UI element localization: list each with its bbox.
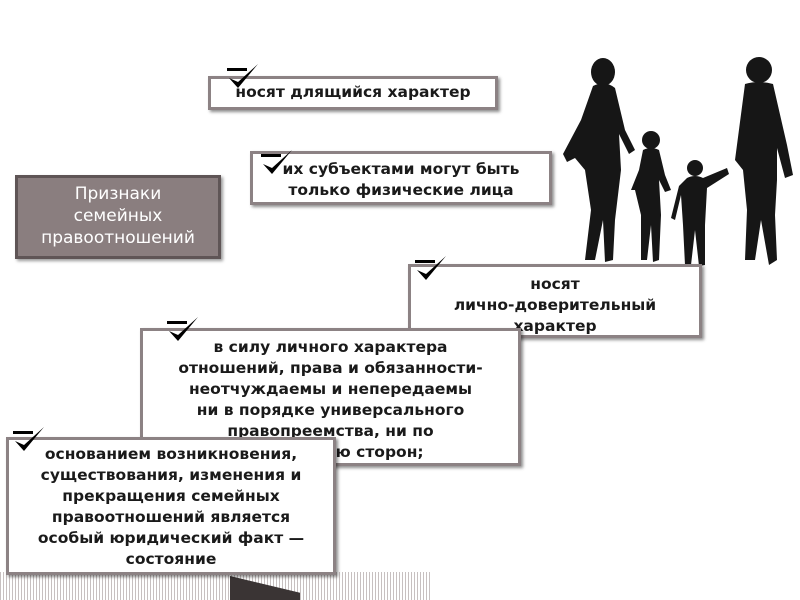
title-text: Признаки семейных правоотношений [41, 184, 195, 248]
checkmark-icon [415, 256, 446, 280]
title-box: Признаки семейных правоотношений [15, 175, 221, 259]
feature-text-2: их субъектами могут быть только физическ… [282, 160, 520, 199]
decorative-stripes [0, 572, 430, 600]
feature-text-1: носят длящийся характер [235, 83, 471, 101]
checkmark-icon [13, 427, 44, 451]
feature-box-2: их субъектами могут быть только физическ… [250, 151, 552, 205]
feature-text-3: носят лично-доверительный характер [453, 275, 657, 335]
feature-box-3: носят лично-доверительный характер [408, 264, 702, 338]
checkmark-icon [167, 317, 198, 341]
checkmark-icon [261, 150, 292, 174]
feature-box-1: носят длящийся характер [208, 76, 498, 110]
feature-box-5: основанием возникновения, существования,… [6, 437, 336, 575]
feature-text-5: основанием возникновения, существования,… [37, 445, 305, 568]
family-silhouette-icon [563, 57, 793, 266]
checkmark-icon [227, 64, 258, 88]
